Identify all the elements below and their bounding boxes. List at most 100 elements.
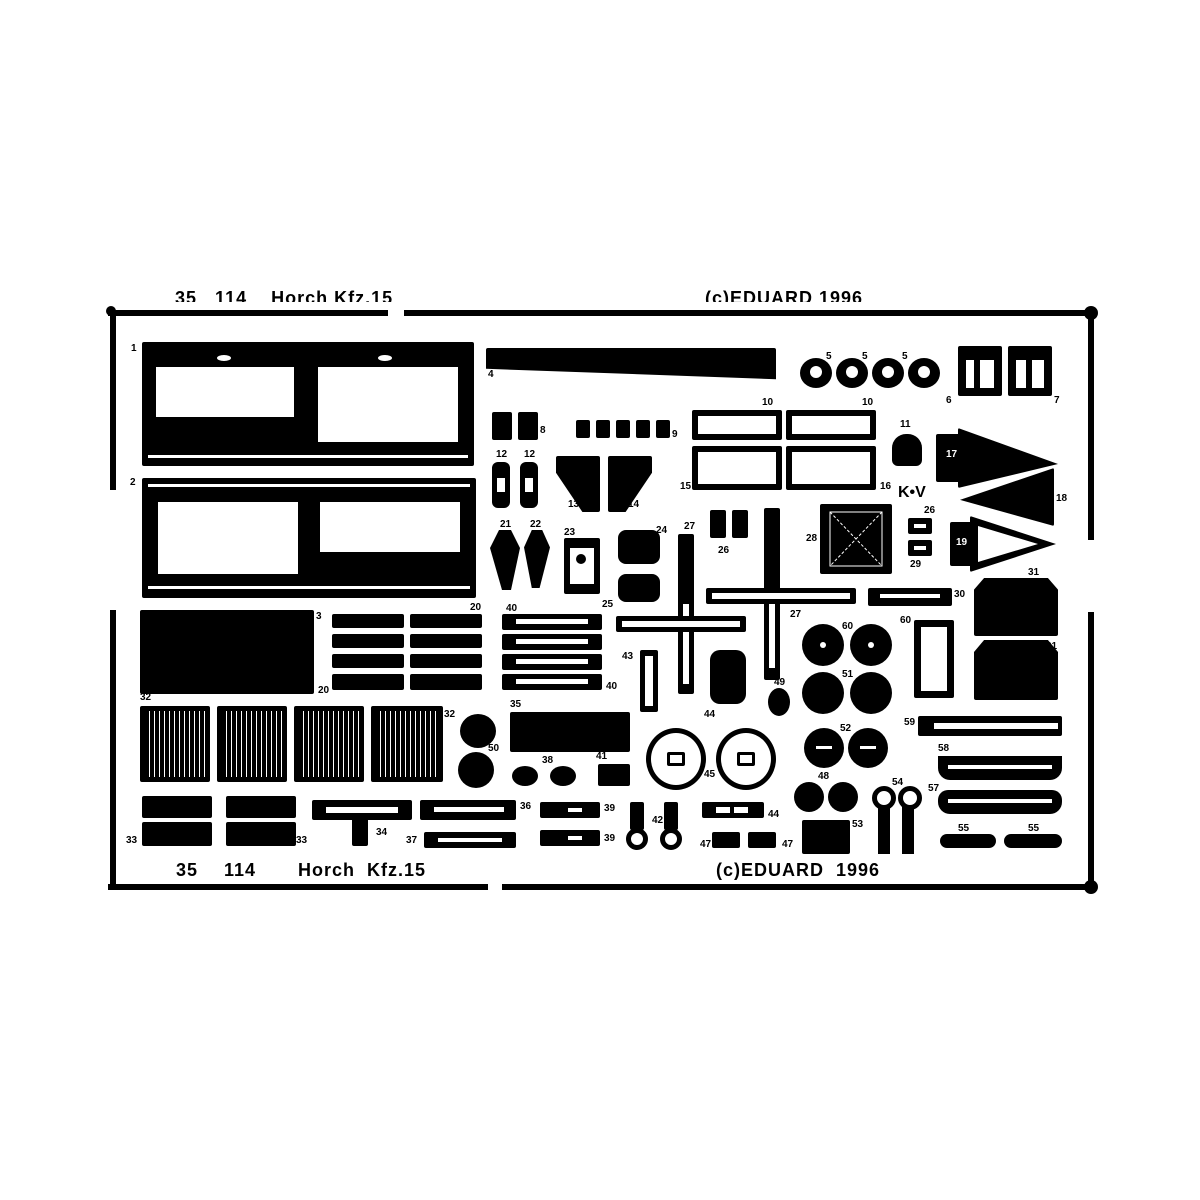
part-label: 60 <box>900 615 912 626</box>
part-label: 48 <box>818 771 830 782</box>
part-27-cross-horizontal <box>616 616 746 632</box>
part-label: 26 <box>924 505 936 516</box>
part-54-key <box>902 800 914 854</box>
part-53-plate <box>802 820 850 854</box>
part-label: 19 <box>956 537 968 548</box>
frame-right-bottom <box>1088 612 1094 890</box>
part-9-tab <box>596 420 610 438</box>
part-26-small-frame <box>908 518 932 534</box>
part-5-hook <box>872 358 904 388</box>
part-36-strip <box>420 800 516 820</box>
part-8-tab <box>492 412 512 440</box>
frame-top-right <box>404 310 1094 316</box>
part-47-strip <box>748 832 776 848</box>
part-10-box-frame <box>786 410 876 440</box>
part-27-cross-horizontal <box>706 588 856 604</box>
part-59-strip <box>918 716 1062 736</box>
part-label: 31 <box>1046 641 1058 652</box>
part-9-tab <box>656 420 670 438</box>
part-label: 32 <box>140 692 152 703</box>
part-26-tab <box>732 510 748 538</box>
part-label: 2 <box>130 477 136 488</box>
part-49-disc <box>768 688 790 716</box>
part-20-slats <box>332 614 482 694</box>
part-54-key <box>878 800 890 854</box>
part-37-strip <box>424 832 516 848</box>
part-44-strip <box>702 802 764 818</box>
part-label: 5 <box>826 351 832 362</box>
part-33-strip <box>226 796 296 818</box>
part-label: 50 <box>488 743 500 754</box>
part-label: 10 <box>762 397 774 408</box>
part-label: 12 <box>496 449 508 460</box>
part-label: 31 <box>1028 567 1040 578</box>
part-label: 57 <box>928 783 940 794</box>
part-16-box-frame <box>786 446 876 490</box>
part-19-triangle <box>970 516 1056 572</box>
part-label: 41 <box>596 751 608 762</box>
part-label: 40 <box>606 681 618 692</box>
part-label: 51 <box>842 669 854 680</box>
part-60-disc <box>850 624 892 666</box>
part-9-tab <box>576 420 590 438</box>
part-35-plate <box>510 712 630 752</box>
part-7-bracket <box>1008 346 1052 396</box>
part-25-pad <box>618 574 660 602</box>
part-38-disc <box>512 766 538 786</box>
part-4-tapered-strip <box>486 348 776 380</box>
frame-right-top <box>1088 310 1094 540</box>
part-33-strip <box>142 822 212 846</box>
part-label: 33 <box>296 835 308 846</box>
part-label: 9 <box>672 429 678 440</box>
part-51-disc <box>850 672 892 714</box>
part-48-disc <box>828 782 858 812</box>
part-45-wheel-ring <box>646 728 706 790</box>
part-3-plate <box>140 610 314 694</box>
frame-corner-node <box>106 306 116 316</box>
part-9-tab <box>616 420 630 438</box>
part-40-slotted-strips <box>502 614 602 694</box>
part-label: 20 <box>470 602 482 613</box>
part-31-plate <box>974 640 1058 700</box>
part-2-windscreen-frame <box>142 478 476 598</box>
part-label: 42 <box>652 815 664 826</box>
part-label: 20 <box>318 685 330 696</box>
part-5-hook <box>908 358 940 388</box>
part-label: 18 <box>1056 493 1068 504</box>
part-label: 5 <box>902 351 908 362</box>
part-label: 4 <box>488 369 494 380</box>
part-label: 23 <box>564 527 576 538</box>
part-55-strip <box>940 834 996 848</box>
product-code: 114 <box>224 860 257 880</box>
part-label: 10 <box>862 397 874 408</box>
frame-corner-node <box>1084 306 1098 320</box>
part-33-strip <box>226 822 296 846</box>
part-27-cross-vertical <box>678 534 694 694</box>
part-label: 34 <box>376 827 388 838</box>
part-label: 39 <box>604 833 616 844</box>
part-47-strip <box>712 832 740 848</box>
part-label: 25 <box>602 599 614 610</box>
part-38-disc <box>550 766 576 786</box>
frame-top-left <box>108 310 388 316</box>
part-label: 16 <box>880 481 892 492</box>
part-12-hinge <box>492 462 510 508</box>
part-label: 28 <box>806 533 818 544</box>
part-label: 45 <box>704 769 716 780</box>
part-41-plate <box>598 764 630 786</box>
part-label: 60 <box>842 621 854 632</box>
part-label: 6 <box>946 395 952 406</box>
part-label: 21 <box>500 519 512 530</box>
part-label: 54 <box>892 777 904 788</box>
part-17-tab <box>936 434 960 482</box>
part-label: 37 <box>406 835 418 846</box>
frame-left-top <box>110 310 116 490</box>
part-51-disc <box>802 672 844 714</box>
part-29-small-frame <box>908 540 932 556</box>
part-28-square-hatch <box>820 504 892 574</box>
part-34-t-stem <box>352 816 368 846</box>
part-15-box-frame <box>692 446 782 490</box>
part-42-stem <box>664 802 678 830</box>
part-12-hinge <box>520 462 538 508</box>
part-42-ring <box>660 828 682 850</box>
